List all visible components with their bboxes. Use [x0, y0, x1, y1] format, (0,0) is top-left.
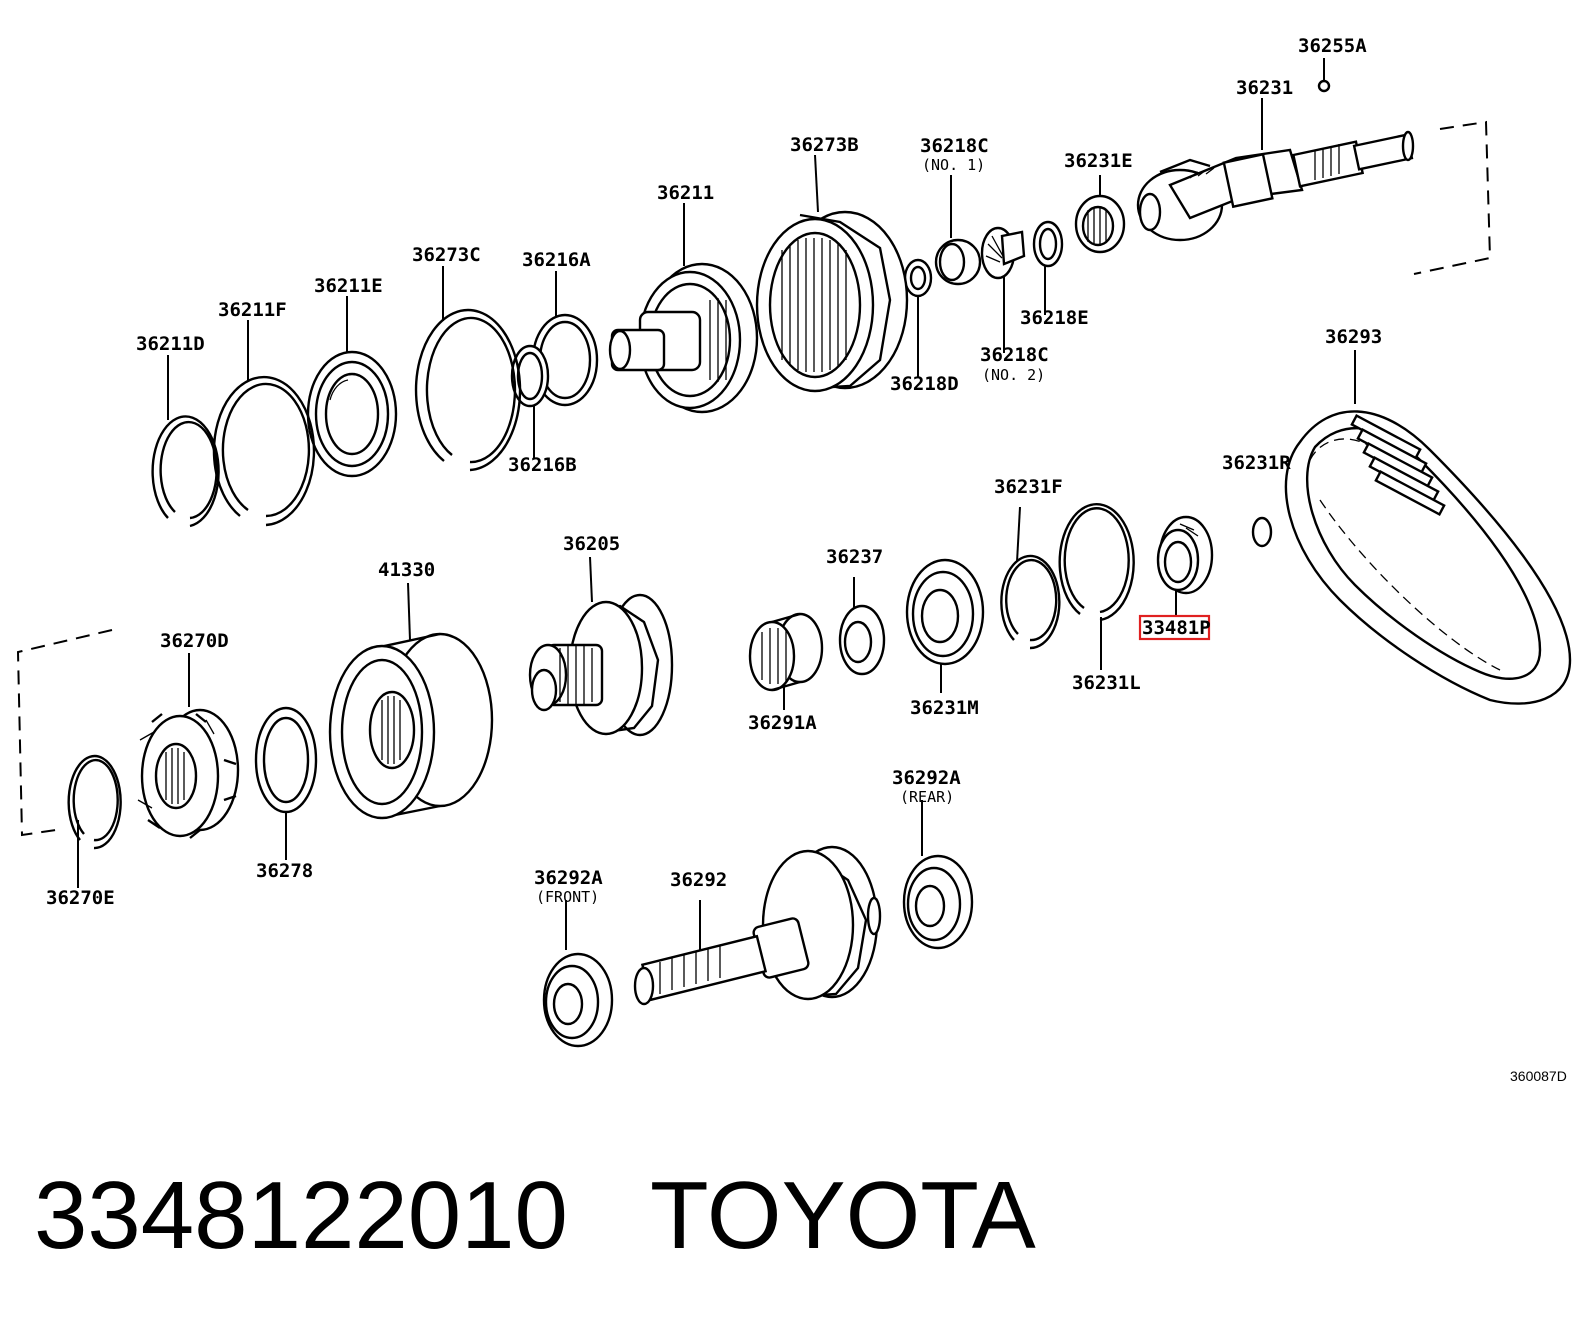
label-36292[interactable]: 36292 [670, 869, 727, 891]
label-36270E[interactable]: 36270E [46, 887, 115, 909]
label-36292A-front[interactable]: 36292A [534, 867, 603, 889]
part-36237-washer [838, 604, 886, 676]
part-36218D-ring [903, 258, 933, 298]
label-36205[interactable]: 36205 [563, 533, 620, 555]
part-36270D-hub [137, 708, 240, 839]
part-36211F-snapring [212, 375, 316, 527]
label-36218C-no2-note: (NO. 2) [982, 366, 1045, 384]
highlight-box-33481P [1138, 614, 1211, 641]
part-36231L-snapring [1058, 503, 1135, 622]
part-36292A-front-bearing [542, 952, 614, 1048]
caption-part-number: 3348122010 [34, 1162, 568, 1269]
label-36211D[interactable]: 36211D [136, 333, 205, 355]
diagram-code: 360087D [1510, 1068, 1567, 1084]
label-36231E[interactable]: 36231E [1064, 150, 1133, 172]
part-33481P-oil-seal [1156, 515, 1214, 595]
part-36292-shaft [633, 845, 882, 1006]
label-36231L[interactable]: 36231L [1072, 672, 1141, 694]
part-36231E-bearing [1074, 194, 1126, 254]
part-36292A-rear-bearing [902, 854, 974, 950]
part-36231-shaft [1136, 130, 1415, 242]
part-36211E-bearing [306, 350, 398, 478]
part-36231R-plug [1251, 516, 1273, 548]
label-36273C[interactable]: 36273C [412, 244, 481, 266]
label-36292A-rear[interactable]: 36292A [892, 767, 961, 789]
part-36255A-ball [1317, 79, 1331, 93]
assembly-bracket-left [16, 629, 113, 837]
label-36231R[interactable]: 36231R [1222, 452, 1291, 474]
label-36292A-front-note: (FRONT) [536, 888, 599, 906]
part-36278-ring [254, 706, 318, 814]
label-36231[interactable]: 36231 [1236, 77, 1293, 99]
label-36216B[interactable]: 36216B [508, 454, 577, 476]
label-41330[interactable]: 41330 [378, 559, 435, 581]
part-36273B-drum [755, 210, 909, 393]
label-36218C-no1[interactable]: 36218C [920, 135, 989, 157]
part-36291A-bearing [748, 612, 824, 692]
part-labels: 36255A 36231 36273B 36218C (NO. 1) 36231… [46, 35, 1382, 909]
label-36293[interactable]: 36293 [1325, 326, 1382, 348]
label-33481P[interactable]: 33481P [1142, 617, 1211, 639]
label-36218E[interactable]: 36218E [1020, 307, 1089, 329]
label-36291A[interactable]: 36291A [748, 712, 817, 734]
label-36231F[interactable]: 36231F [994, 476, 1063, 498]
label-36231M[interactable]: 36231M [910, 697, 979, 719]
part-36211-carrier [608, 262, 759, 414]
label-36218C-no1-note: (NO. 1) [922, 156, 985, 174]
part-36211D-snapring [151, 415, 220, 528]
label-36218C-no2[interactable]: 36218C [980, 344, 1049, 366]
chain-links [1350, 414, 1446, 516]
label-36273B[interactable]: 36273B [790, 134, 859, 156]
label-36292A-rear-note: (REAR) [900, 788, 954, 806]
part-36216A-ring [531, 313, 599, 407]
part-36218C-no1 [934, 238, 982, 286]
part-36270E-snapring [67, 754, 122, 850]
part-36293-chain [1284, 410, 1572, 705]
part-36273C-snapring [414, 308, 522, 472]
label-36216A[interactable]: 36216A [522, 249, 591, 271]
label-36255A[interactable]: 36255A [1298, 35, 1367, 57]
part-36231F-snapring [1000, 554, 1061, 650]
part-41330-drum [328, 632, 494, 820]
label-36211F[interactable]: 36211F [218, 299, 287, 321]
part-36205-gear [528, 593, 674, 737]
part-36216B-ring [510, 344, 550, 408]
label-36218D[interactable]: 36218D [890, 373, 959, 395]
label-36211E[interactable]: 36211E [314, 275, 383, 297]
part-36218E-ring [1032, 220, 1064, 268]
part-36231M-bearing [905, 558, 985, 666]
label-36237[interactable]: 36237 [826, 546, 883, 568]
part-36218C-no2 [980, 226, 1026, 280]
label-36278[interactable]: 36278 [256, 860, 313, 882]
label-36270D[interactable]: 36270D [160, 630, 229, 652]
label-36211[interactable]: 36211 [657, 182, 714, 204]
caption-brand: TOYOTA [650, 1162, 1036, 1269]
assembly-bracket-right [1413, 120, 1492, 275]
